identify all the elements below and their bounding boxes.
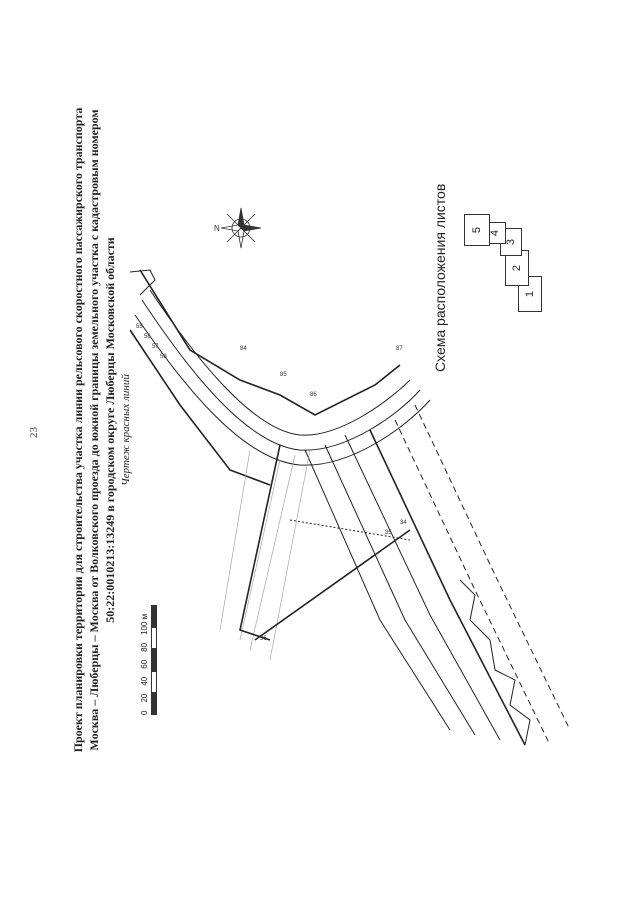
dashed-line <box>394 419 551 746</box>
point-label: 84 <box>240 346 247 352</box>
corridor-line <box>134 314 431 466</box>
point-label: 87 <box>396 346 403 352</box>
red-line-boundary <box>130 329 271 486</box>
page-number: 23 <box>28 427 40 438</box>
dashed-line <box>414 404 570 731</box>
thin-line <box>269 449 311 661</box>
point-label: 57 <box>152 344 159 350</box>
point-label: 86 <box>310 392 317 398</box>
thin-line <box>219 449 251 631</box>
red-line-boundary <box>254 529 411 641</box>
red-line-boundary <box>369 429 526 746</box>
thin-line <box>239 459 281 641</box>
parcel-boundary <box>459 579 531 746</box>
point-label: 55 <box>136 324 143 330</box>
hatched-line <box>289 519 411 541</box>
parcel-boundary <box>130 269 156 296</box>
scheme-title: Схема расположения листов <box>432 183 448 372</box>
point-label: 56 <box>144 334 151 340</box>
compass-rose-icon: N <box>214 207 262 249</box>
point-label: 36 <box>260 636 267 642</box>
corridor-line <box>304 449 451 731</box>
corridor-line <box>344 434 501 741</box>
point-label: 34 <box>400 520 407 526</box>
red-lines-map: 55 56 57 58 84 85 86 87 34 35 36 <box>130 269 570 746</box>
title-block: Проект планировки территории для строите… <box>70 70 134 790</box>
compass-north-label: N <box>214 224 220 233</box>
title-line-2: Москва – Люберцы – Москва от Волковского… <box>87 109 101 751</box>
point-label: 58 <box>160 354 167 360</box>
title-line-1: Проект планировки территории для строите… <box>71 107 85 753</box>
red-line-boundary <box>139 269 401 416</box>
point-label: 35 <box>385 530 392 536</box>
corridor-line <box>324 444 476 736</box>
sheet-cell: 5 <box>464 214 490 246</box>
title-line-3: 50:22:0010213:13249 в городском округе Л… <box>103 237 117 623</box>
thin-line <box>249 454 296 651</box>
point-label: 85 <box>280 372 287 378</box>
corridor-line <box>149 289 411 436</box>
corridor-line <box>141 299 421 451</box>
